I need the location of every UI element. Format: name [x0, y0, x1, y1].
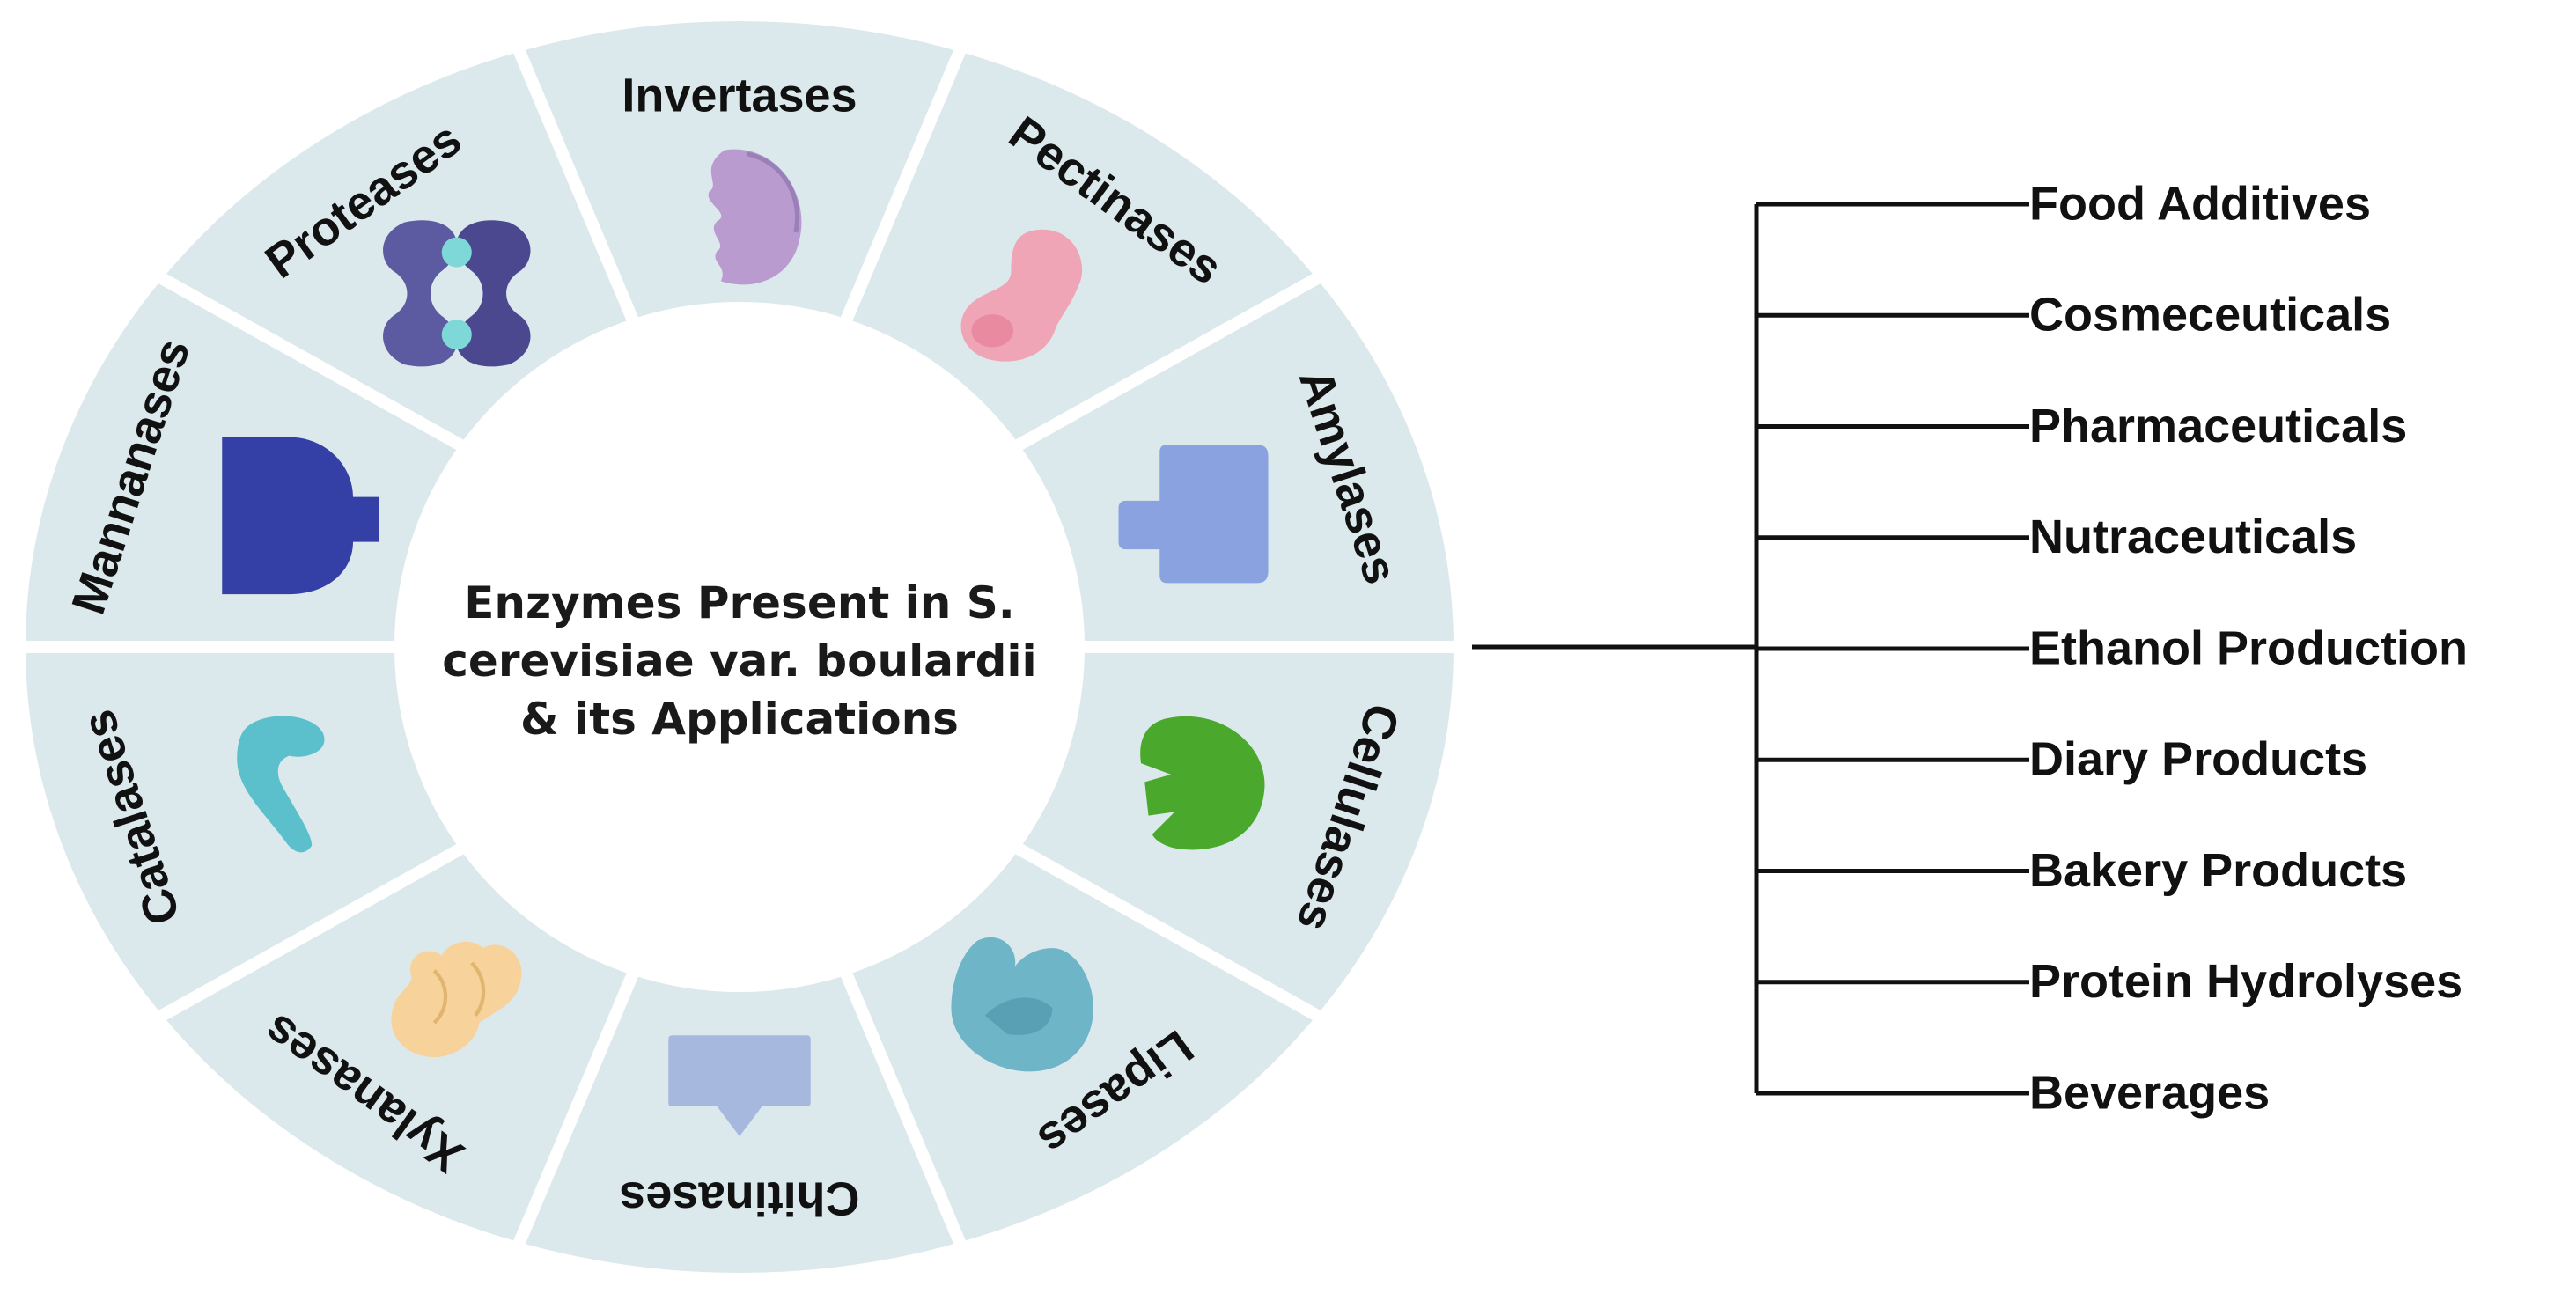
application-label: Ethanol Production [2029, 621, 2468, 674]
application-label: Beverages [2029, 1066, 2270, 1119]
enzyme-segment [837, 840, 1328, 1254]
mannanase-enzyme-icon [222, 437, 379, 595]
application-label: Nutraceuticals [2029, 511, 2357, 563]
protease-enzyme-icon [383, 220, 531, 367]
applications-list: Food AdditivesCosmeceuticalsPharmaceutic… [2029, 177, 2468, 1119]
enzyme-label: Invertases [622, 69, 857, 121]
applications-connector [1472, 202, 2029, 1096]
enzyme-segment [13, 641, 472, 1025]
invertase-enzyme-icon [708, 149, 802, 285]
application-label: Diary Products [2029, 733, 2367, 786]
lipase-enzyme-icon [951, 937, 1093, 1072]
catalase-enzyme-icon [237, 716, 325, 853]
enzyme-segment [837, 40, 1328, 454]
pectinase-enzyme-icon [960, 229, 1083, 362]
center-title-line-3: & its Applications [520, 694, 959, 745]
enzyme-label: Chitinases [619, 1172, 859, 1225]
center-title-line-2: cerevisiae var. boulardii [442, 636, 1036, 687]
application-label: Bakery Products [2029, 844, 2407, 897]
application-label: Pharmaceuticals [2029, 400, 2407, 452]
application-label: Cosmeceuticals [2029, 289, 2391, 342]
application-label: Protein Hydrolyses [2029, 955, 2462, 1008]
xylanase-enzyme-icon [391, 941, 522, 1058]
chitinase-enzyme-icon [668, 1035, 811, 1136]
application-label: Food Additives [2029, 177, 2371, 230]
cellulase-enzyme-icon [1140, 716, 1265, 850]
center-title-line-1: Enzymes Present in S. [464, 577, 1015, 628]
amylase-enzyme-icon [1118, 445, 1269, 584]
enzyme-segment [151, 840, 642, 1254]
center-title: Enzymes Present in S. cerevisiae var. bo… [442, 577, 1036, 745]
